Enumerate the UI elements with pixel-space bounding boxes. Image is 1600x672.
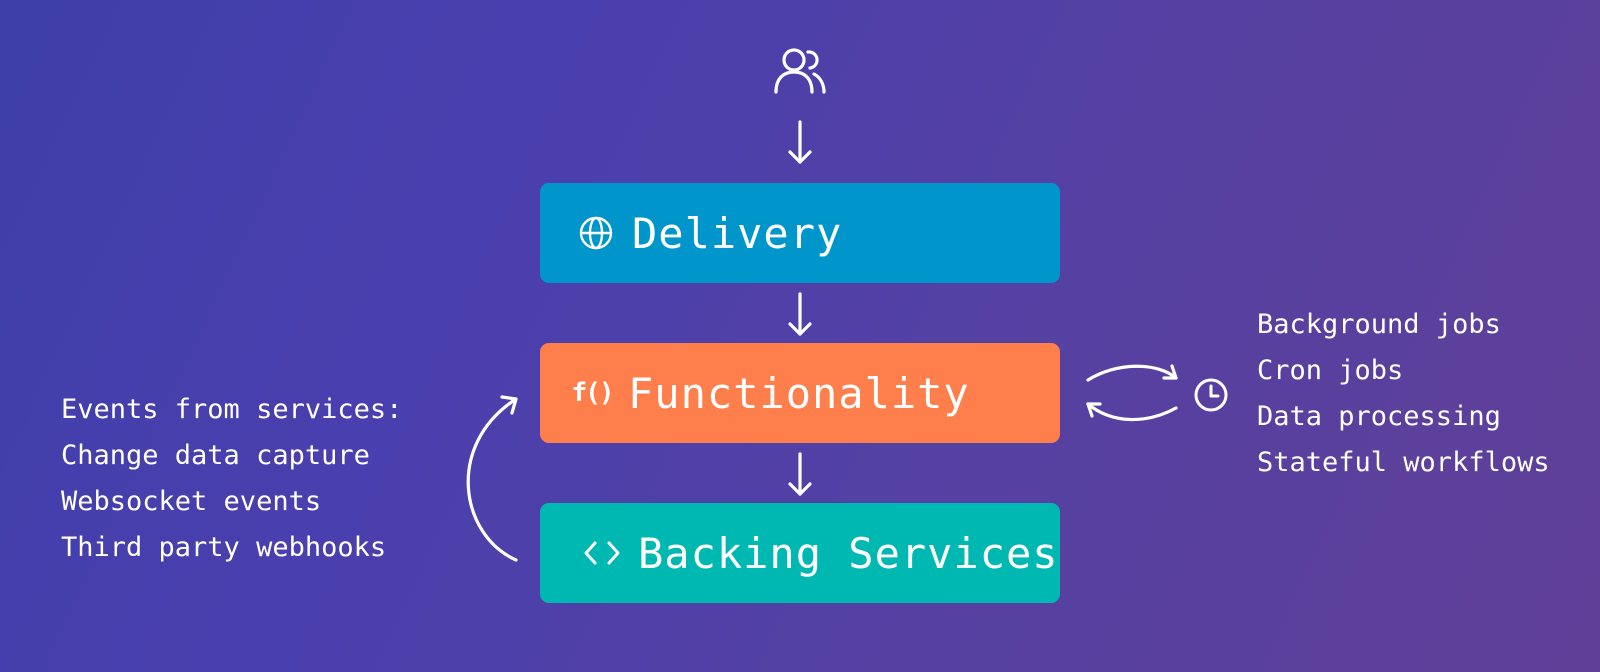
down-arrow-icon — [788, 120, 812, 164]
feedback-arrow-icon — [466, 395, 518, 562]
backing-services-label: Backing Services — [638, 528, 1059, 578]
clock-icon — [1194, 378, 1228, 412]
list-item: Background jobs — [1257, 309, 1501, 340]
function-icon: f() — [571, 378, 615, 408]
users-icon — [774, 48, 826, 94]
code-brackets-icon — [582, 533, 622, 573]
delivery-layer: Delivery — [540, 183, 1060, 283]
backing-services-layer: Backing Services — [540, 503, 1060, 603]
down-arrow-icon — [788, 292, 812, 336]
list-item: Third party webhooks — [61, 532, 387, 563]
list-item: Data processing — [1257, 401, 1501, 432]
globe-icon — [576, 213, 616, 253]
list-item: Cron jobs — [1257, 355, 1404, 386]
functionality-label: Functionality — [628, 368, 970, 418]
event-sources-list: Events from services: Change data captur… — [61, 387, 402, 571]
cycle-arrows-icon — [1086, 364, 1178, 422]
list-item: Change data capture — [61, 440, 370, 471]
down-arrow-icon — [788, 452, 812, 496]
list-item: Stateful workflows — [1257, 447, 1550, 478]
list-item: Websocket events — [61, 486, 322, 517]
background-tasks-list: Background jobs Cron jobs Data processin… — [1257, 302, 1550, 486]
functionality-layer: f() Functionality — [540, 343, 1060, 443]
delivery-label: Delivery — [632, 208, 843, 258]
list-item: Events from services: — [61, 394, 403, 425]
